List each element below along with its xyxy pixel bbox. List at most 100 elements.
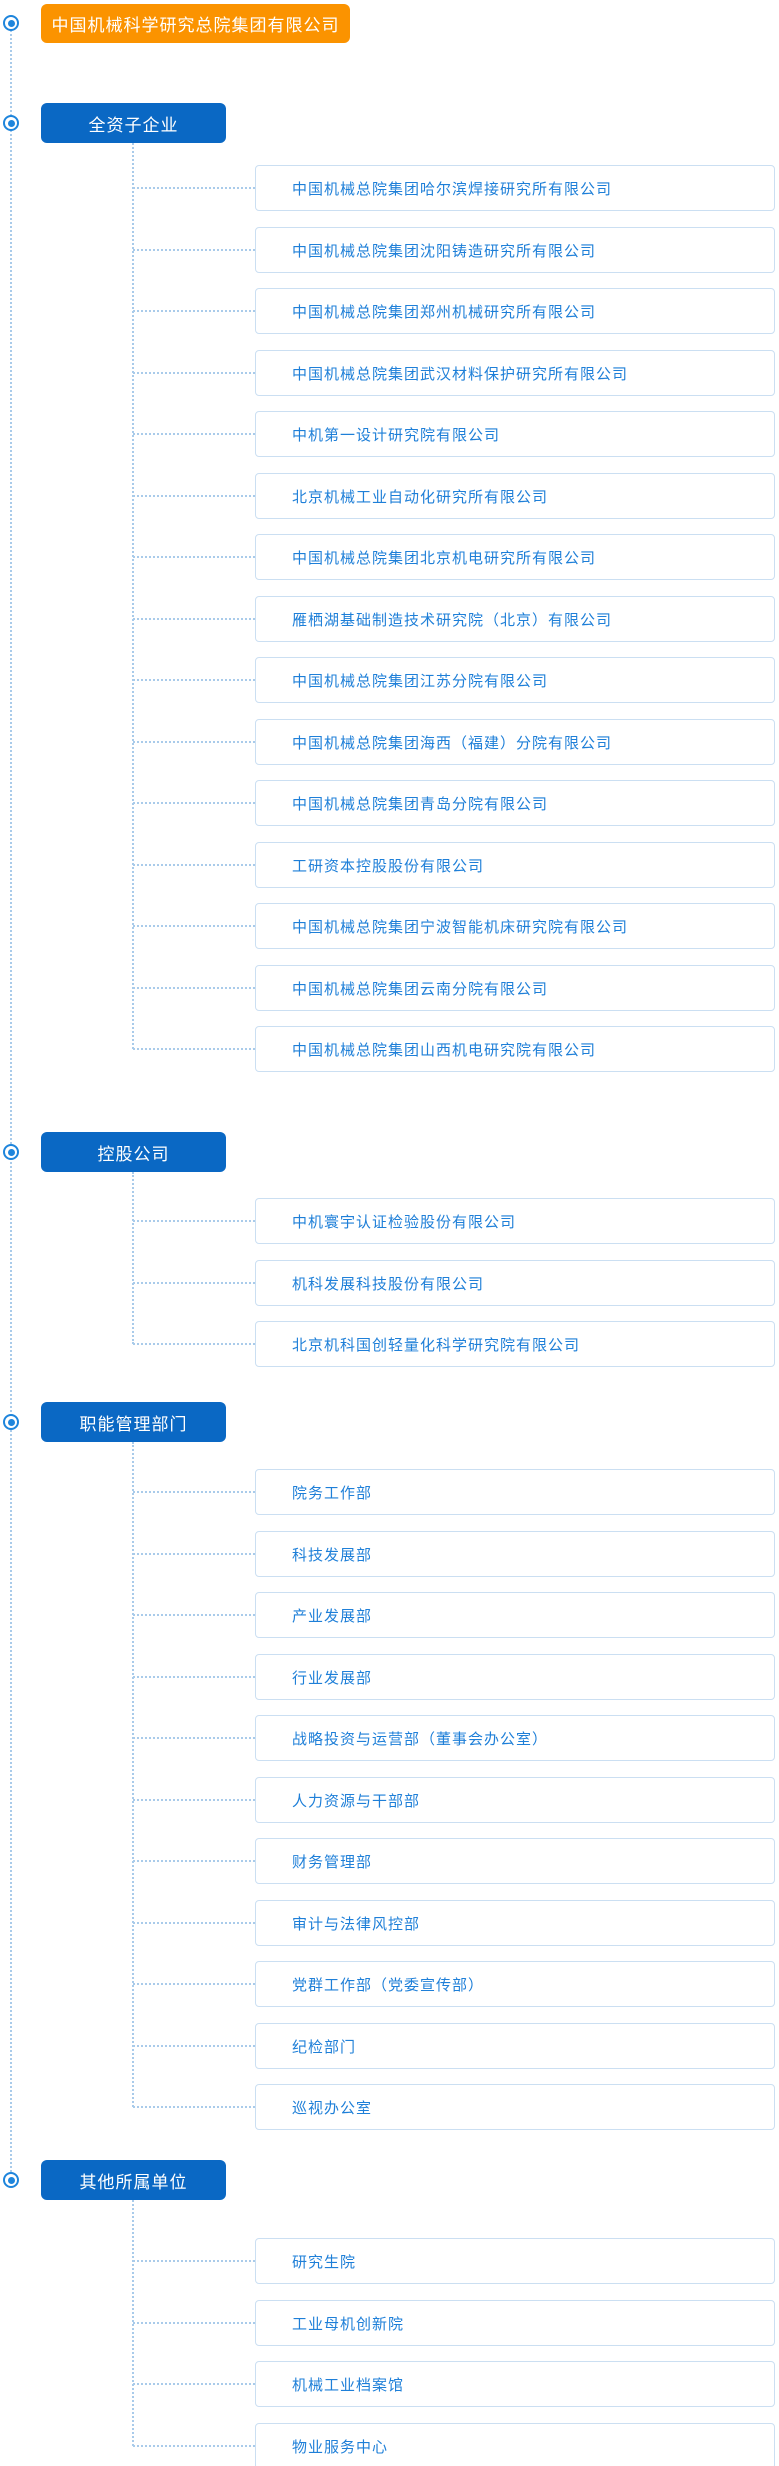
root-node[interactable]: 中国机械科学研究总院集团有限公司 [41, 4, 350, 43]
org-item[interactable]: 中国机械总院集团哈尔滨焊接研究所有限公司 [255, 165, 775, 211]
item-connector-line [133, 925, 255, 927]
org-item-label: 研究生院 [292, 2253, 357, 2271]
org-item[interactable]: 审计与法律风控部 [255, 1900, 775, 1946]
org-item-label: 中机寰宇认证检验股份有限公司 [292, 1213, 517, 1231]
org-item[interactable]: 工业母机创新院 [255, 2300, 775, 2346]
item-connector-line [133, 556, 255, 558]
org-item[interactable]: 巡视办公室 [255, 2084, 775, 2130]
org-item-label: 中国机械总院集团山西机电研究院有限公司 [292, 1041, 597, 1059]
org-item[interactable]: 机械工业档案馆 [255, 2361, 775, 2407]
org-item-label: 纪检部门 [292, 2038, 357, 2056]
org-item[interactable]: 物业服务中心 [255, 2423, 775, 2466]
radio-icon[interactable] [3, 15, 19, 31]
org-item-label: 机科发展科技股份有限公司 [292, 1275, 485, 1293]
org-item-label: 中国机械总院集团沈阳铸造研究所有限公司 [292, 242, 597, 260]
item-connector-line [133, 1860, 255, 1862]
org-item[interactable]: 中国机械总院集团宁波智能机床研究院有限公司 [255, 903, 775, 949]
org-item-label: 中国机械总院集团宁波智能机床研究院有限公司 [292, 918, 629, 936]
radio-icon[interactable] [3, 1414, 19, 1430]
section-button-label: 职能管理部门 [79, 1414, 188, 1434]
section-connector-line [132, 1442, 134, 2107]
spine-dotted-line [10, 23, 12, 2180]
item-connector-line [133, 864, 255, 866]
item-connector-line [133, 1614, 255, 1616]
org-item-label: 审计与法律风控部 [292, 1915, 421, 1933]
org-item[interactable]: 科技发展部 [255, 1531, 775, 1577]
org-item[interactable]: 中国机械总院集团郑州机械研究所有限公司 [255, 288, 775, 334]
org-item[interactable]: 战略投资与运营部（董事会办公室） [255, 1715, 775, 1761]
radio-icon[interactable] [3, 115, 19, 131]
org-item-label: 机械工业档案馆 [292, 2376, 405, 2394]
org-item-label: 工业母机创新院 [292, 2315, 405, 2333]
section-button-3[interactable]: 其他所属单位 [41, 2160, 226, 2200]
org-item[interactable]: 中国机械总院集团江苏分院有限公司 [255, 657, 775, 703]
org-item[interactable]: 行业发展部 [255, 1654, 775, 1700]
section-connector-line [132, 1172, 134, 1344]
item-connector-line [133, 1343, 255, 1345]
org-item[interactable]: 机科发展科技股份有限公司 [255, 1260, 775, 1306]
section-button-label: 其他所属单位 [79, 2172, 188, 2192]
org-item[interactable]: 中机第一设计研究院有限公司 [255, 411, 775, 457]
item-connector-line [133, 249, 255, 251]
org-item[interactable]: 纪检部门 [255, 2023, 775, 2069]
item-connector-line [133, 1922, 255, 1924]
org-item-label: 北京机械工业自动化研究所有限公司 [292, 488, 549, 506]
item-connector-line [133, 1737, 255, 1739]
org-item[interactable]: 财务管理部 [255, 1838, 775, 1884]
org-item[interactable]: 产业发展部 [255, 1592, 775, 1638]
org-item-label: 人力资源与干部部 [292, 1792, 421, 1810]
item-connector-line [133, 2322, 255, 2324]
item-connector-line [133, 987, 255, 989]
item-connector-line [133, 2106, 255, 2108]
item-connector-line [133, 2260, 255, 2262]
item-connector-line [133, 1983, 255, 1985]
org-item-label: 科技发展部 [292, 1546, 373, 1564]
org-item-label: 工研资本控股股份有限公司 [292, 857, 485, 875]
root-node-label: 中国机械科学研究总院集团有限公司 [51, 16, 340, 35]
org-item[interactable]: 人力资源与干部部 [255, 1777, 775, 1823]
org-item[interactable]: 北京机科国创轻量化科学研究院有限公司 [255, 1321, 775, 1367]
org-item[interactable]: 党群工作部（党委宣传部） [255, 1961, 775, 2007]
org-item-label: 行业发展部 [292, 1669, 373, 1687]
org-item-label: 雁栖湖基础制造技术研究院（北京）有限公司 [292, 611, 613, 629]
item-connector-line [133, 2045, 255, 2047]
org-item[interactable]: 中国机械总院集团海西（福建）分院有限公司 [255, 719, 775, 765]
org-item[interactable]: 中国机械总院集团青岛分院有限公司 [255, 780, 775, 826]
org-item[interactable]: 中国机械总院集团武汉材料保护研究所有限公司 [255, 350, 775, 396]
org-item[interactable]: 中国机械总院集团山西机电研究院有限公司 [255, 1026, 775, 1072]
item-connector-line [133, 679, 255, 681]
org-item-label: 中国机械总院集团武汉材料保护研究所有限公司 [292, 365, 629, 383]
org-item-label: 物业服务中心 [292, 2438, 389, 2456]
org-item-label: 中国机械总院集团云南分院有限公司 [292, 980, 549, 998]
item-connector-line [133, 433, 255, 435]
org-item-label: 中国机械总院集团北京机电研究所有限公司 [292, 549, 597, 567]
org-item-label: 北京机科国创轻量化科学研究院有限公司 [292, 1336, 581, 1354]
org-item-label: 中机第一设计研究院有限公司 [292, 426, 501, 444]
org-item[interactable]: 中国机械总院集团北京机电研究所有限公司 [255, 534, 775, 580]
org-item[interactable]: 工研资本控股股份有限公司 [255, 842, 775, 888]
org-item-label: 中国机械总院集团郑州机械研究所有限公司 [292, 303, 597, 321]
section-button-2[interactable]: 职能管理部门 [41, 1402, 226, 1442]
org-item[interactable]: 雁栖湖基础制造技术研究院（北京）有限公司 [255, 596, 775, 642]
item-connector-line [133, 618, 255, 620]
org-item-label: 战略投资与运营部（董事会办公室） [292, 1730, 549, 1748]
org-item[interactable]: 中国机械总院集团沈阳铸造研究所有限公司 [255, 227, 775, 273]
section-connector-line [132, 143, 134, 1049]
item-connector-line [133, 1553, 255, 1555]
section-button-0[interactable]: 全资子企业 [41, 103, 226, 143]
org-item-label: 财务管理部 [292, 1853, 373, 1871]
item-connector-line [133, 741, 255, 743]
radio-icon[interactable] [3, 2172, 19, 2188]
org-item-label: 中国机械总院集团海西（福建）分院有限公司 [292, 734, 613, 752]
section-button-1[interactable]: 控股公司 [41, 1132, 226, 1172]
org-item-label: 巡视办公室 [292, 2099, 373, 2117]
item-connector-line [133, 1676, 255, 1678]
org-item[interactable]: 研究生院 [255, 2238, 775, 2284]
org-item[interactable]: 中机寰宇认证检验股份有限公司 [255, 1198, 775, 1244]
org-item[interactable]: 院务工作部 [255, 1469, 775, 1515]
org-item[interactable]: 北京机械工业自动化研究所有限公司 [255, 473, 775, 519]
radio-icon[interactable] [3, 1144, 19, 1160]
item-connector-line [133, 802, 255, 804]
org-item[interactable]: 中国机械总院集团云南分院有限公司 [255, 965, 775, 1011]
